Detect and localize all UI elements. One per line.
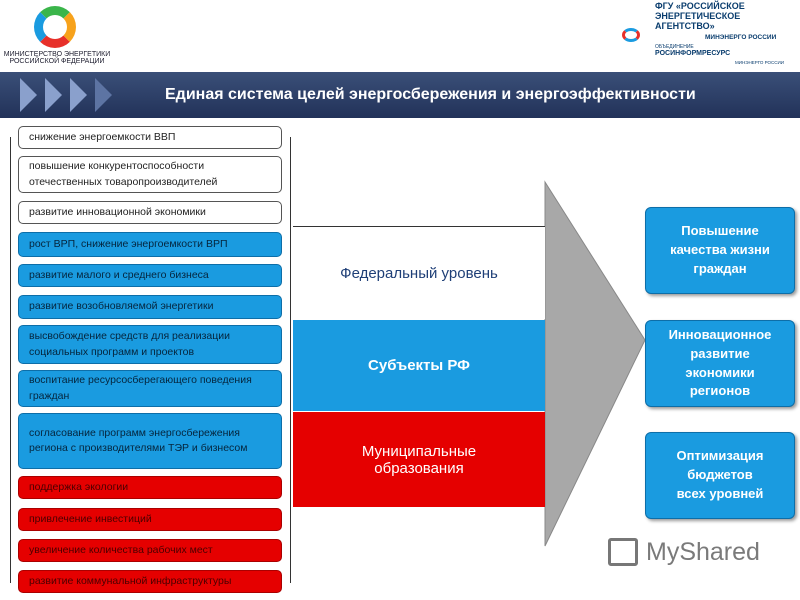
goal-item: развитие возобновляемой энергетики [18,295,282,319]
watermark: MyShared [646,538,760,566]
agency-logo-icon [622,28,640,42]
level-federal: Федеральный уровень [293,226,545,319]
goal-item: согласование программ энергосбережения р… [18,413,282,469]
outcome-box: Инновационное развитие экономики регионо… [645,320,795,407]
bracket-line [290,137,291,583]
chevron-icon [95,78,112,112]
goal-item: развитие коммунальной инфраструктуры [18,570,282,593]
agency-ministry: МИНЭНЕРГО РОССИИ [705,34,777,41]
bracket-line [10,137,11,583]
ministry-name: МИНИСТЕРСТВО ЭНЕРГЕТИКИ РОССИЙСКОЙ ФЕДЕР… [3,51,111,65]
watermark-icon [608,538,638,566]
goal-item: поддержка экологии [18,476,282,499]
outcome-box: Повышение качества жизни граждан [645,207,795,294]
goal-item: развитие инновационной экономики [18,201,282,224]
goal-item: увеличение количества рабочих мест [18,539,282,562]
union-name: РОСИНФОРМРЕСУРС [655,50,731,57]
level-regions: Субъекты РФ [293,320,545,411]
page-title: Единая система целей энергосбережения и … [165,86,696,103]
union-ministry: МИНЭНЕРГО РОССИИ [735,60,785,65]
goal-item: привлечение инвестиций [18,508,282,531]
arrow-shape [544,180,646,547]
chevron-icon [70,78,87,112]
level-municipal: Муниципальные образования [293,412,545,507]
goal-item: повышение конкурентоспособности отечеств… [18,156,282,193]
chevron-icon [45,78,62,112]
chevron-icon [20,78,37,112]
agency-name: ФГУ «РОССИЙСКОЕ ЭНЕРГЕТИЧЕСКОЕ АГЕНТСТВО… [655,1,745,31]
goal-item: снижение энергоемкости ВВП [18,126,282,149]
goal-item: рост ВРП, снижение энергоемкости ВРП [18,232,282,257]
goal-item: воспитание ресурсосберегающего поведения… [18,370,282,407]
title-bar [0,72,800,118]
goal-item: развитие малого и среднего бизнеса [18,264,282,287]
outcome-box: Оптимизация бюджетов всех уровней [645,432,795,519]
union-label: ОБЪЕДИНЕНИЕ [655,44,694,50]
goal-item: высвобождение средств для реализации соц… [18,325,282,364]
ministry-logo [34,6,76,48]
